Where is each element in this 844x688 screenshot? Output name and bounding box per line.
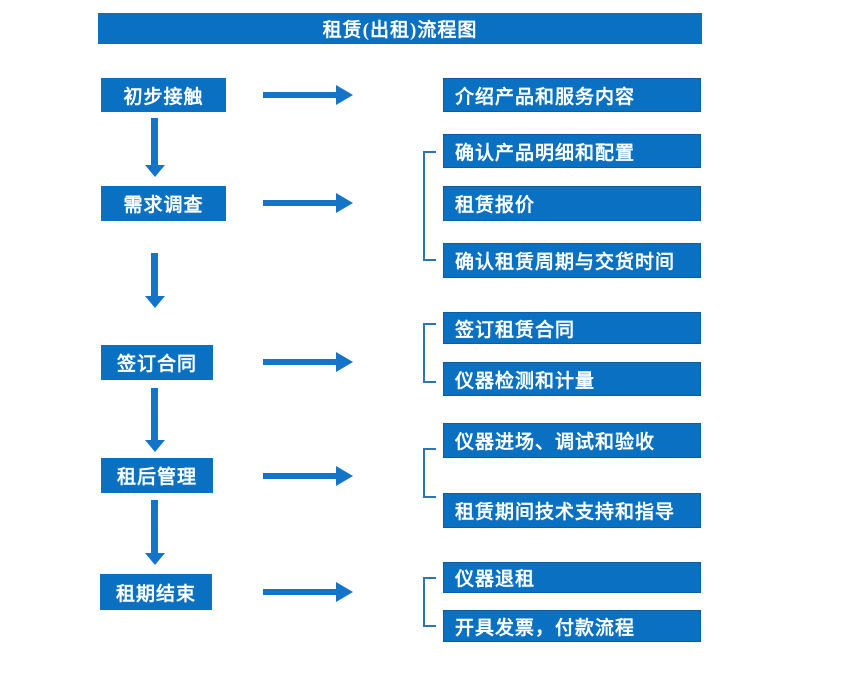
output-box-invoice-payment: 开具发票，付款流程 bbox=[443, 610, 701, 642]
down-arrow-icon bbox=[145, 118, 165, 177]
down-arrow-icon bbox=[145, 388, 165, 452]
output-box-instrument-testing: 仪器检测和计量 bbox=[443, 362, 701, 396]
right-arrow-icon bbox=[263, 582, 353, 602]
right-arrow-icon bbox=[263, 193, 353, 213]
step-box-rental-end: 租期结束 bbox=[100, 574, 212, 610]
group-bracket bbox=[423, 151, 436, 261]
step-box-post-rental-management: 租后管理 bbox=[101, 458, 213, 493]
right-arrow-icon bbox=[263, 352, 353, 372]
step-box-initial-contact: 初步接触 bbox=[101, 78, 226, 112]
group-bracket bbox=[423, 323, 436, 383]
output-box-confirm-rental-period: 确认租赁周期与交货时间 bbox=[443, 243, 701, 278]
output-box-sign-rental-contract: 签订租赁合同 bbox=[443, 312, 701, 344]
group-bracket bbox=[423, 448, 436, 498]
flowchart-title: 租赁(出租)流程图 bbox=[98, 13, 702, 44]
output-box-instrument-setup: 仪器进场、调试和验收 bbox=[443, 423, 701, 458]
right-arrow-icon bbox=[263, 85, 353, 105]
right-arrow-icon bbox=[263, 466, 353, 486]
step-box-sign-contract: 签订合同 bbox=[101, 345, 213, 380]
output-box-introduce-products: 介绍产品和服务内容 bbox=[443, 78, 701, 112]
output-box-instrument-return: 仪器退租 bbox=[443, 562, 701, 593]
output-box-confirm-product-details: 确认产品明细和配置 bbox=[443, 134, 701, 168]
output-box-rental-quote: 租赁报价 bbox=[443, 186, 701, 221]
output-box-technical-support: 租赁期间技术支持和指导 bbox=[443, 493, 701, 528]
group-bracket bbox=[423, 577, 436, 627]
step-box-demand-survey: 需求调查 bbox=[101, 186, 226, 221]
down-arrow-icon bbox=[145, 500, 165, 565]
down-arrow-icon bbox=[145, 253, 165, 308]
